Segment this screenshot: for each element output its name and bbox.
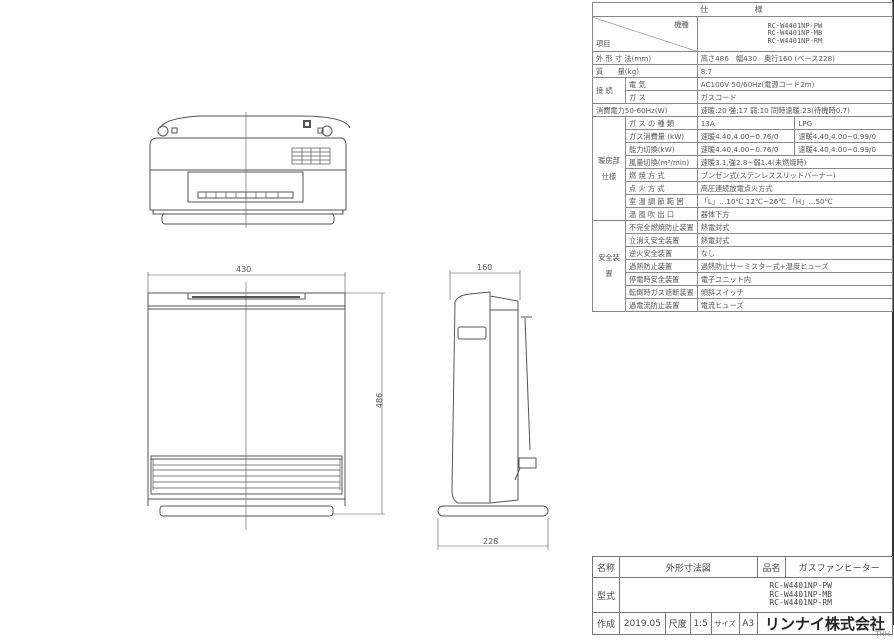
- safety-row-label: 立消え安全装置: [625, 233, 698, 247]
- heating-row-label: 室 温 調 節 範 囲: [625, 194, 698, 208]
- name-label: 名称: [592, 556, 620, 578]
- header-model-label: 機種: [674, 20, 689, 29]
- weight-label: 質 量(kg): [592, 64, 698, 78]
- model-pw: RC-W4401NP-PW: [767, 21, 823, 30]
- heating-row-label: 風量切換(m³/min): [625, 155, 698, 169]
- corner-mark: THH: [875, 630, 890, 638]
- scale-label: 尺度: [664, 612, 691, 635]
- model-rm: RC-W4401NP-RM: [769, 598, 832, 608]
- model-mb: RC-W4401NP-MB: [769, 589, 832, 599]
- electric-value: AC100V 50/60Hz(電源コード2m): [696, 77, 894, 91]
- safety-row-label: 停電時安全装置: [625, 272, 698, 286]
- connection-label: 接 続: [592, 77, 626, 104]
- dimensions-label: 外 形 寸 法(mm): [592, 51, 698, 65]
- model-mb: RC-W4401NP-MB: [767, 29, 823, 38]
- product-label: 品名: [756, 556, 787, 578]
- scale-value: 1:5: [689, 612, 712, 635]
- safety-group-label: 安全装置: [592, 220, 626, 312]
- width-dimension: 430: [236, 265, 252, 274]
- model-pw: RC-W4401NP-PW: [769, 581, 832, 591]
- base-dimension: 228: [483, 537, 499, 546]
- heating-row-value: 速暖4.40,4.00~0.99/0: [794, 129, 893, 143]
- depth-dimension: 160: [477, 263, 493, 272]
- heating-row-value: 速暖4.40,4.00~0.76/0: [696, 142, 796, 156]
- company-name: リンナイ株式会社: [756, 612, 894, 635]
- title-models: RC-W4401NP-PW RC-W4401NP-MB RC-W4401NP-R…: [619, 577, 893, 613]
- heating-row-value: 速暖3.1,強2.8~弱1.4(未燃焼時): [696, 155, 894, 169]
- safety-row-label: 過電流防止装置: [625, 298, 698, 312]
- heating-row-value: LPG: [794, 116, 893, 130]
- power-value: 速暖:20 強:17 弱:10 同時速暖:23(待機時0.7): [696, 103, 894, 117]
- header-item-label: 項目: [596, 39, 611, 48]
- spec-header-corner: 機種 項目: [592, 16, 698, 52]
- safety-row-value: 過熱防止サーミスター式+温度ヒューズ: [696, 259, 894, 273]
- heating-row-value: 速暖4.40,4.00~0.99/0: [794, 142, 893, 156]
- power-label: 消費電力50-60Hz(W): [592, 103, 698, 117]
- heating-row-label: 点 火 方 式: [625, 181, 698, 195]
- model-label: 型式: [592, 577, 620, 613]
- height-dimension: 486: [375, 392, 385, 409]
- top-view: [149, 112, 351, 228]
- heating-row-label: 温 風 吹 出 口: [625, 207, 698, 221]
- safety-row-value: 電子ユニット内: [696, 272, 894, 286]
- safety-row-value: 電流ヒューズ: [696, 298, 894, 312]
- spec-models: RC-W4401NP-PW RC-W4401NP-MB RC-W4401NP-R…: [696, 16, 894, 52]
- electric-label: 電 気: [625, 77, 698, 91]
- model-rm: RC-W4401NP-RM: [767, 36, 823, 45]
- size-value: A3: [738, 612, 758, 635]
- spec-table: 仕 様 機種 項目 RC-W4401NP-PW RC-W4401NP-MB RC…: [592, 2, 894, 312]
- product-value: ガスファンヒーター: [785, 556, 893, 578]
- heating-row-label: 燃 焼 方 式: [625, 168, 698, 182]
- heating-row-value: 高圧連続放電点火方式: [696, 181, 894, 195]
- side-view: [437, 270, 549, 550]
- gas-label: ガ ス: [625, 90, 698, 104]
- heating-row-label: ガ ス の 種 類: [625, 116, 698, 130]
- heating-row-label: 能力切換(kW): [625, 142, 698, 156]
- size-label: サイズ: [710, 612, 740, 635]
- weight-value: 8.7: [696, 64, 894, 78]
- heating-row-value: 器体下方: [696, 207, 894, 221]
- created-value: 2019.05: [619, 612, 666, 635]
- heating-row-value: 「L」…10℃ 12℃~26℃ 「H」…50℃: [696, 194, 894, 208]
- heating-row-value: 速暖4.40,4.00~0.76/0: [696, 129, 796, 143]
- safety-row-label: 不完全燃焼防止装置: [625, 220, 698, 234]
- created-label: 作成: [592, 612, 620, 635]
- heating-row-label: ガス消費量 (kW): [625, 129, 698, 143]
- safety-row-label: 逆火安全装置: [625, 246, 698, 260]
- dimensions-value: 高さ486 幅430 奥行160 (ベース228): [696, 51, 894, 65]
- safety-row-label: 過熱防止装置: [625, 259, 698, 273]
- safety-row-value: 傾斜スイッチ: [696, 285, 894, 299]
- front-view: [147, 272, 385, 530]
- spec-title: 仕 様: [592, 2, 893, 17]
- heating-row-value: 13A: [696, 116, 796, 130]
- gas-value: ガスコード: [696, 90, 894, 104]
- heating-row-value: ブンゼン式(ステンレススリットバーナー): [696, 168, 894, 182]
- safety-row-value: 熱電対式: [696, 233, 894, 247]
- name-value: 外形寸法図: [619, 556, 758, 578]
- title-block: 名称 外形寸法図 品名 ガスファンヒーター 型式 RC-W4401NP-PW R…: [592, 556, 894, 635]
- safety-row-value: なし: [696, 246, 894, 260]
- heating-group-label: 暖房部仕様: [592, 116, 626, 221]
- safety-row-label: 転倒時ガス遮断装置: [625, 285, 698, 299]
- safety-row-value: 熱電対式: [696, 220, 894, 234]
